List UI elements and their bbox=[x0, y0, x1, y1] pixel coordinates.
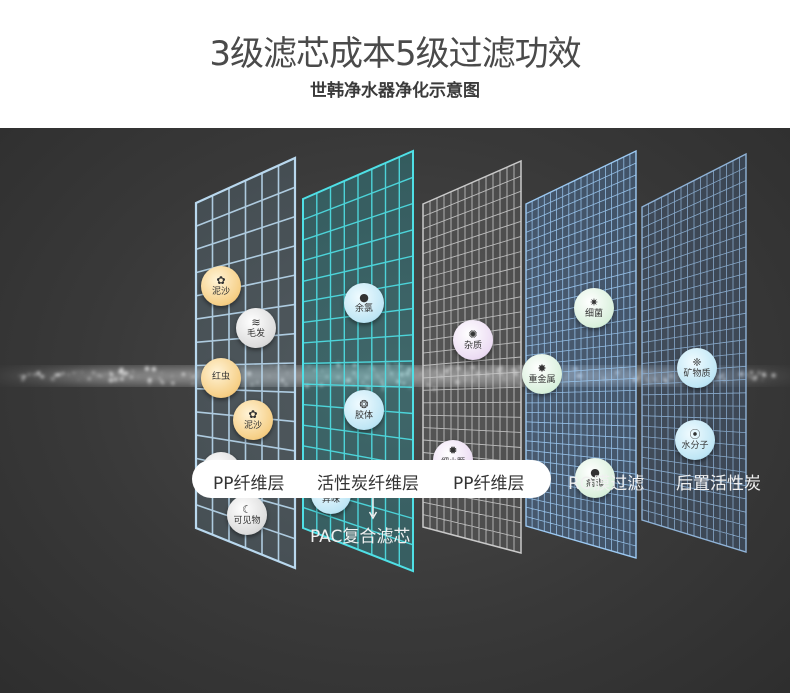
contaminant-bubble: ❈矿物质 bbox=[677, 348, 717, 388]
filter-panels bbox=[0, 149, 790, 573]
contaminant-bubble: ⦿水分子 bbox=[675, 420, 715, 460]
contaminant-label: 余氯 bbox=[354, 303, 373, 314]
arrow-down-icon bbox=[368, 498, 378, 520]
impurity-icon: ✺ bbox=[468, 327, 478, 341]
heavy-metal-icon: ✸ bbox=[537, 361, 547, 375]
contaminant-bubble: ☾可见物 bbox=[227, 495, 267, 535]
virus-icon: ● bbox=[590, 465, 600, 479]
pac-filter-label: PAC复合滤芯 bbox=[310, 527, 411, 547]
contaminant-label: 毛发 bbox=[246, 328, 265, 339]
filter-diagram: ✿泥沙≋毛发红虫✿泥沙✦铁锈☾可见物●余氯❂胶体≈异味✺杂质✹细小颗粒物✸重金属… bbox=[0, 128, 790, 693]
mineral-icon: ❈ bbox=[692, 355, 702, 369]
contaminant-bubble: ❂胶体 bbox=[344, 390, 384, 430]
sand-icon: ✿ bbox=[248, 407, 258, 421]
contaminant-label: 矿物质 bbox=[683, 368, 711, 379]
contaminant-label: 细菌 bbox=[584, 308, 603, 319]
contaminant-bubble: ≋毛发 bbox=[236, 308, 276, 348]
contaminant-label: 泥沙 bbox=[211, 286, 230, 297]
stage-labels: PP纤维层 活性炭纤维层 PP纤维层 RO膜过滤 后置活性炭 PAC复合滤芯 bbox=[0, 460, 790, 565]
contaminant-label: 水分子 bbox=[681, 440, 709, 451]
contaminant-bubble: ✸重金属 bbox=[522, 354, 562, 394]
stage-label-carbon: 活性炭纤维层 bbox=[317, 474, 419, 494]
contaminant-label: 杂质 bbox=[463, 340, 482, 351]
contaminant-bubble: ✿泥沙 bbox=[201, 266, 241, 306]
contaminant-bubble: 红虫 bbox=[201, 358, 241, 398]
contaminant-bubble: ●病毒 bbox=[575, 458, 615, 498]
contaminant-bubble: ●余氯 bbox=[344, 283, 384, 323]
contaminant-bubble: ✷细菌 bbox=[574, 288, 614, 328]
contaminant-bubble: ✺杂质 bbox=[453, 320, 493, 360]
contaminant-bubble: ✿泥沙 bbox=[233, 400, 273, 440]
colloid-icon: ❂ bbox=[359, 397, 369, 411]
header: 3级滤芯成本5级过滤功效 世韩净水器净化示意图 bbox=[0, 0, 790, 128]
contaminant-label: 可见物 bbox=[233, 515, 261, 526]
page-title: 3级滤芯成本5级过滤功效 bbox=[209, 34, 581, 74]
hair-icon: ≋ bbox=[251, 315, 261, 329]
contaminant-label: 胶体 bbox=[354, 410, 373, 421]
pac-filter-group bbox=[192, 460, 551, 498]
stage-label-ro: RO膜过滤 bbox=[568, 474, 645, 494]
sand-icon: ✿ bbox=[216, 273, 226, 287]
particle-icon: ✹ bbox=[448, 444, 458, 458]
contaminant-label: 病毒 bbox=[585, 478, 604, 489]
contaminant-label: 泥沙 bbox=[243, 420, 262, 431]
water-molecule-icon: ⦿ bbox=[689, 427, 701, 441]
contaminant-label: 红虫 bbox=[211, 372, 230, 383]
page-subtitle: 世韩净水器净化示意图 bbox=[310, 81, 480, 101]
chlorine-icon: ● bbox=[359, 290, 369, 304]
visible-matter-icon: ☾ bbox=[242, 502, 252, 516]
stage-label-pp1: PP纤维层 bbox=[213, 474, 285, 494]
contaminant-label: 异味 bbox=[321, 494, 340, 505]
contaminant-label: 重金属 bbox=[528, 374, 556, 385]
stage-label-pp2: PP纤维层 bbox=[453, 474, 525, 494]
stage-label-post-carbon: 后置活性炭 bbox=[676, 474, 761, 494]
bacteria-icon: ✷ bbox=[589, 295, 599, 309]
